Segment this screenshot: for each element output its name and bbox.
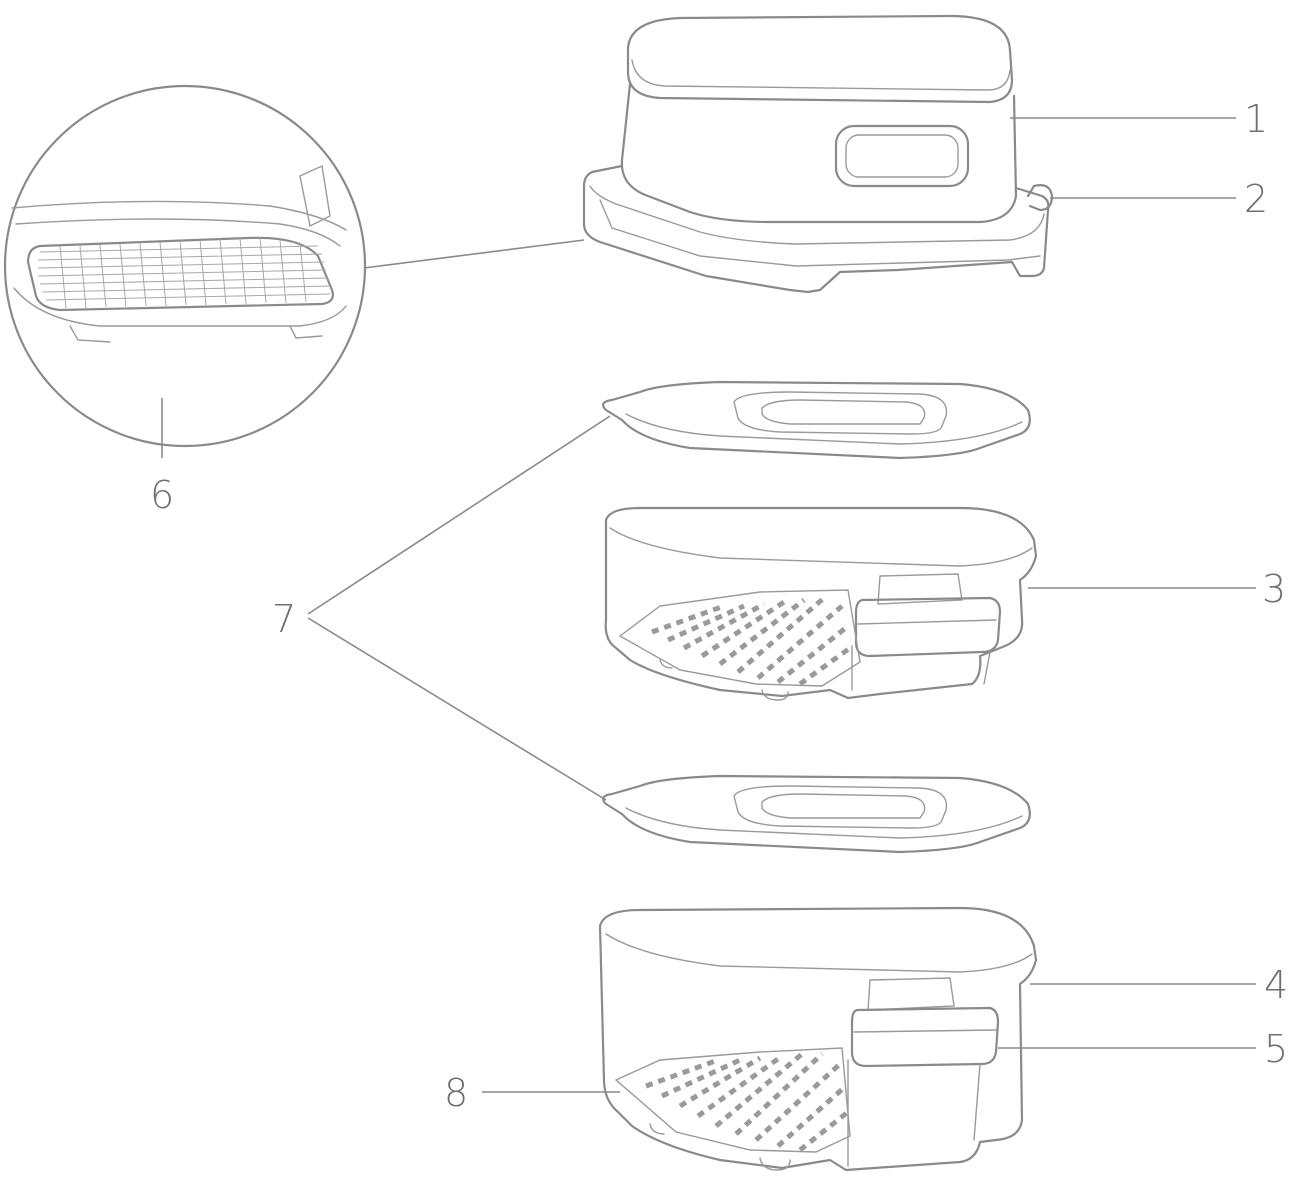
label-3: 3 bbox=[1262, 567, 1286, 611]
main-unit bbox=[582, 14, 1054, 294]
label-2: 2 bbox=[1244, 177, 1268, 221]
basket-lower bbox=[598, 906, 1038, 1172]
label-7: 7 bbox=[272, 597, 296, 641]
label-5: 5 bbox=[1264, 1027, 1288, 1071]
leader-7b bbox=[307, 617, 607, 801]
callout-labels: 1 2 3 4 5 6 7 8 bbox=[150, 97, 1288, 1115]
basket-lower-grill bbox=[645, 1052, 850, 1152]
divider-lower bbox=[602, 774, 1031, 854]
leader-7a bbox=[307, 415, 611, 615]
divider-upper bbox=[602, 380, 1031, 460]
leader-lines bbox=[307, 117, 1256, 1093]
basket-upper bbox=[604, 506, 1038, 701]
label-4: 4 bbox=[1264, 963, 1288, 1007]
label-6: 6 bbox=[150, 473, 174, 517]
label-8: 8 bbox=[444, 1071, 468, 1115]
zoom-detail-circle bbox=[3, 84, 585, 458]
label-1: 1 bbox=[1244, 97, 1268, 141]
heating-mesh bbox=[37, 237, 331, 309]
basket-upper-grill bbox=[651, 596, 852, 687]
